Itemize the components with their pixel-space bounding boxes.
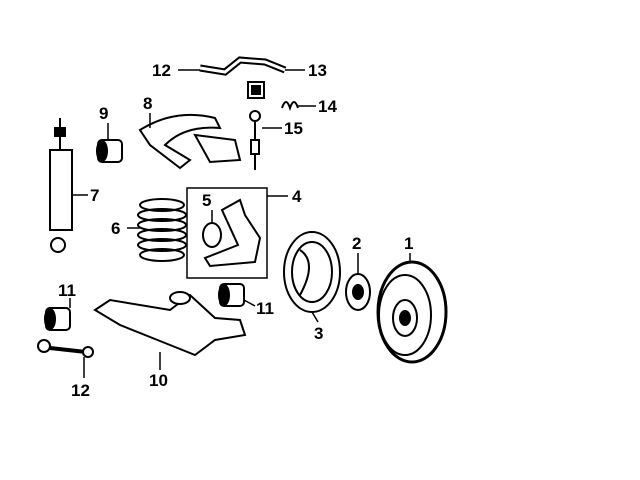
upper-arm-bushing [96, 139, 123, 163]
callout-4: 4 [292, 187, 302, 206]
callout-15: 14 [318, 97, 337, 116]
coil-spring [137, 198, 187, 262]
stabilizer-link-upper [249, 110, 261, 170]
knuckle-assembly-box [186, 187, 268, 279]
callout-5: 5 [202, 191, 212, 210]
bushing-clamp [281, 101, 299, 112]
knuckle [203, 198, 262, 268]
shock-absorber [49, 118, 73, 253]
brake-drum [376, 260, 448, 364]
callout-11-right: 11 [256, 299, 274, 318]
callout-10: 10 [149, 371, 168, 390]
callout-11-left: 11 [58, 281, 76, 300]
callout-1: 1 [404, 234, 414, 253]
lower-control-arm [93, 293, 247, 357]
hub-bearing [345, 273, 371, 311]
callout-16: 15 [284, 119, 303, 138]
callout-13: 12 [152, 61, 171, 80]
leader-lines [69, 69, 411, 378]
callout-6: 6 [111, 219, 121, 238]
lower-arm-bushing-left [44, 307, 71, 331]
callout-2: 2 [352, 234, 362, 253]
lower-arm-bushing-right [218, 283, 245, 307]
callout-14: 13 [308, 61, 327, 80]
callout-3: 3 [314, 324, 324, 343]
callout-8: 8 [143, 94, 153, 113]
callout-12: 12 [71, 381, 90, 400]
upper-control-arm [138, 113, 222, 170]
knuckle-bushing [202, 222, 222, 248]
callout-9: 9 [99, 104, 109, 123]
callout-7: 7 [90, 186, 100, 205]
stabilizer-bushing [247, 81, 265, 99]
backing-plate [283, 231, 341, 313]
stabilizer-link [37, 339, 94, 358]
